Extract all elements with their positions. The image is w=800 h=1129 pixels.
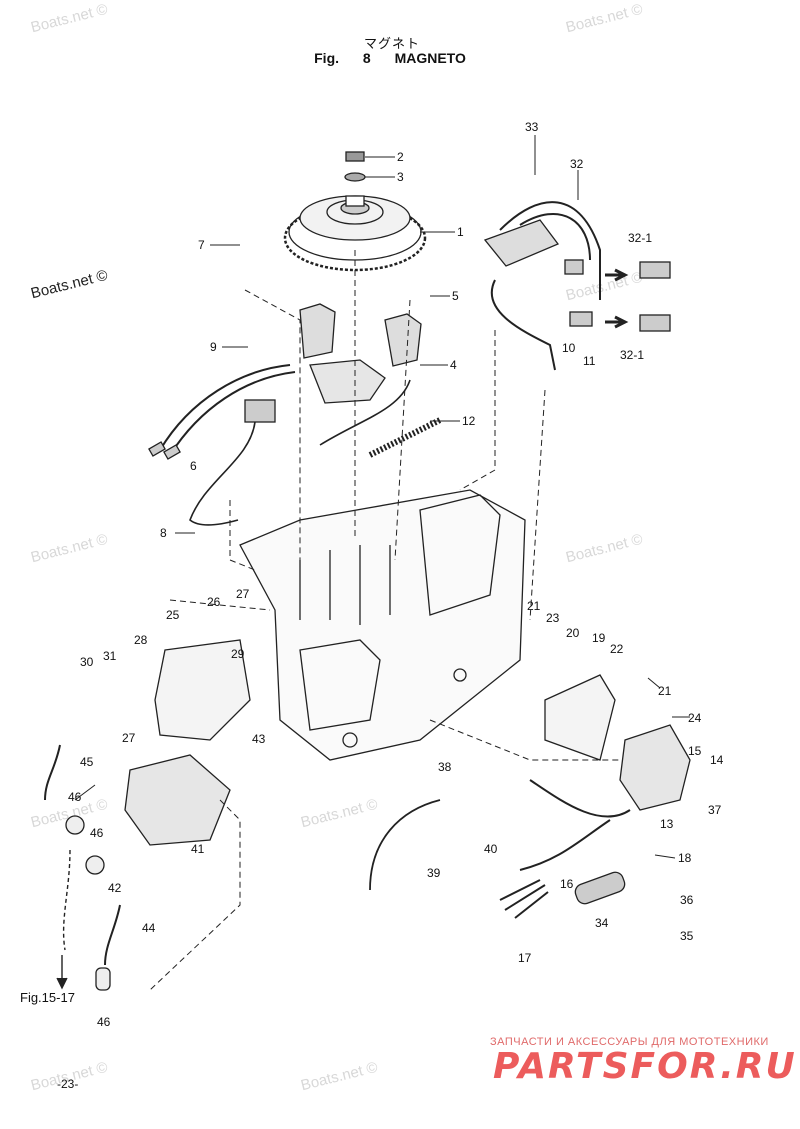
callout-46a: 46 (68, 790, 82, 804)
title-japanese: マグネト (363, 36, 420, 51)
callout-41: 41 (191, 842, 205, 856)
callout-14: 14 (710, 753, 724, 767)
callout-19: 19 (592, 631, 606, 645)
callout-15: 15 (688, 744, 702, 758)
callout-2: 2 (397, 150, 404, 164)
callout-9: 9 (210, 340, 217, 354)
callout-7: 7 (198, 238, 205, 252)
callout-30: 30 (80, 655, 94, 669)
figure-reference: Fig.15-17 (20, 990, 75, 1005)
callout-29: 29 (231, 647, 245, 661)
callout-17: 17 (518, 951, 532, 965)
brand-logo: PARTSFOR.RU (493, 1046, 797, 1087)
callout-16: 16 (560, 877, 574, 891)
callout-37: 37 (708, 803, 722, 817)
callout-25: 25 (166, 608, 180, 622)
callout-46b: 46 (90, 826, 104, 840)
engine-block (239, 489, 526, 761)
charge-coil (299, 303, 422, 404)
callout-32-1b: 32-1 (620, 348, 645, 362)
callout-31: 31 (103, 649, 117, 663)
callout-6: 6 (190, 459, 197, 473)
callout-21b: 21 (658, 684, 672, 698)
callout-12: 12 (462, 414, 476, 428)
callout-35: 35 (680, 929, 694, 943)
figure-title: Fig. 8 MAGNETO (314, 50, 466, 66)
callout-10: 10 (562, 341, 576, 355)
page-number: -23- (57, 1077, 79, 1091)
callout-13: 13 (660, 817, 674, 831)
callout-11: 11 (583, 354, 596, 368)
callout-24: 24 (688, 711, 702, 725)
callout-18: 18 (678, 851, 692, 865)
callout-34: 34 (595, 916, 609, 930)
callout-21a: 21 (527, 599, 541, 613)
callout-40: 40 (484, 842, 498, 856)
callout-43: 43 (252, 732, 266, 746)
callout-28: 28 (134, 633, 148, 647)
callout-36: 36 (680, 893, 694, 907)
callout-3: 3 (397, 170, 404, 184)
callout-23: 23 (546, 611, 560, 625)
callout-33: 33 (525, 120, 539, 134)
callout-27b: 27 (122, 731, 136, 745)
callout-4: 4 (450, 358, 457, 372)
callout-45: 45 (80, 755, 94, 769)
callout-5: 5 (452, 289, 459, 303)
ignition-coil (483, 201, 601, 371)
callout-39: 39 (427, 866, 441, 880)
callout-44: 44 (142, 921, 156, 935)
flywheel (283, 195, 427, 272)
callout-26: 26 (207, 595, 221, 609)
brand-subtitle: ЗАПЧАСТИ И АКСЕССУАРЫ ДЛЯ МОТОТЕХНИКИ (490, 1036, 769, 1048)
callout-32: 32 (570, 157, 584, 171)
callout-42: 42 (108, 881, 122, 895)
callout-20: 20 (566, 626, 580, 640)
callout-22: 22 (610, 642, 624, 656)
callout-1: 1 (457, 225, 464, 239)
callout-8: 8 (160, 526, 167, 540)
callout-27a: 27 (236, 587, 250, 601)
callout-32-1a: 32-1 (628, 231, 653, 245)
callout-38: 38 (438, 760, 452, 774)
callout-46c: 46 (97, 1015, 111, 1029)
